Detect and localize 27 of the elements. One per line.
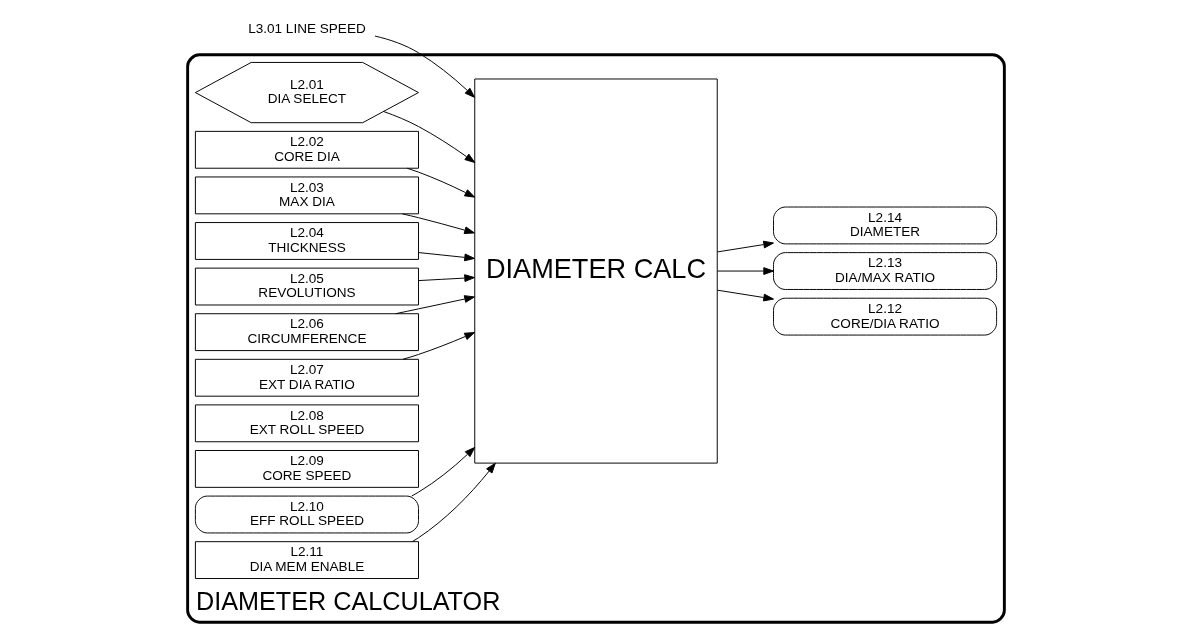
node-box: L2.14 DIAMETER <box>773 206 998 245</box>
node-box: L2.07 EXT DIA RATIO <box>194 358 419 397</box>
node-box: L2.13 DIA/MAX RATIO <box>773 252 998 290</box>
node-text: L3.01 LINE SPEED <box>248 21 366 37</box>
arrow <box>717 289 774 302</box>
node-box: L2.12 CORE/DIA RATIO <box>773 297 998 336</box>
arrow <box>411 462 496 543</box>
arrow <box>418 274 475 282</box>
node-box: L2.04 THICKNESS <box>194 222 419 260</box>
arrow <box>411 446 476 497</box>
node-box: L2.08 EXT ROLL SPEED <box>194 404 419 443</box>
arrow <box>406 167 476 198</box>
node-box: DIAMETER CALC <box>474 78 718 464</box>
arrow <box>383 111 476 163</box>
arrow <box>402 332 475 360</box>
node-box: L2.02 CORE DIA <box>194 130 419 169</box>
node-box: L2.10 EFF ROLL SPEED <box>194 495 419 534</box>
arrow <box>717 240 774 253</box>
arrow <box>418 252 475 262</box>
node-box: L2.11 DIA MEM ENABLE <box>194 541 419 579</box>
arrow <box>401 213 475 234</box>
arrow <box>374 35 476 98</box>
node-box: L2.09 CORE SPEED <box>194 450 419 488</box>
arrow <box>717 267 774 275</box>
node-box: L2.05 REVOLUTIONS <box>194 267 419 306</box>
node-box: L2.03 MAX DIA <box>194 176 419 215</box>
node-box: L2.06 CIRCUMFERENCE <box>194 313 419 352</box>
